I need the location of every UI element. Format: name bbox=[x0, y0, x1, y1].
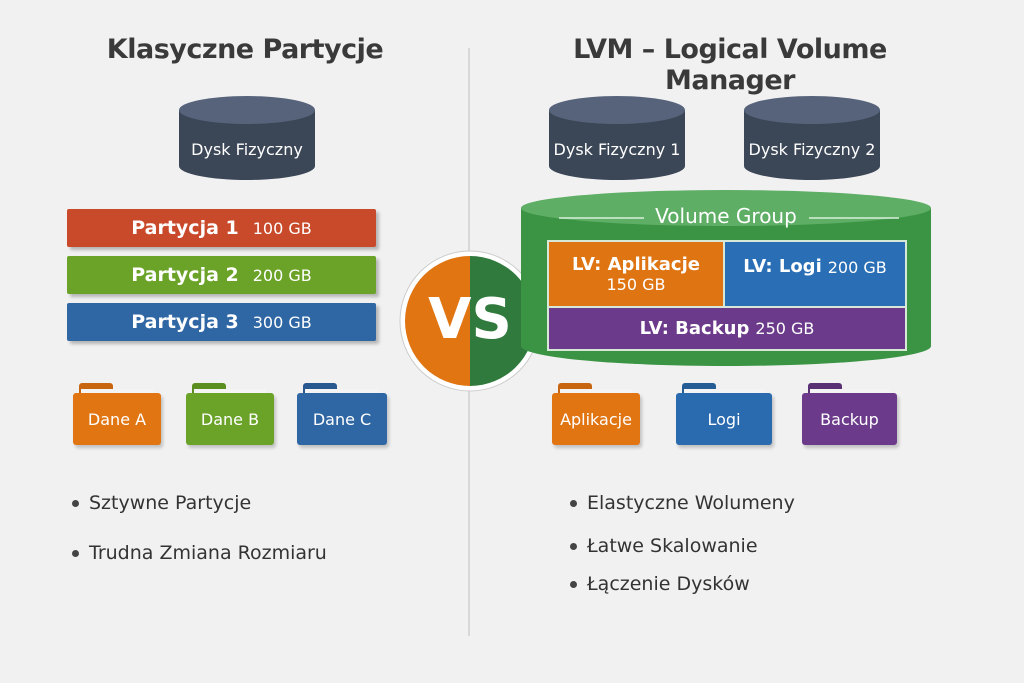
folder-logi: Logi bbox=[676, 383, 772, 445]
physical-disk-1: Dysk Fizyczny 1 bbox=[547, 94, 687, 182]
lv-name: LV: Aplikacje bbox=[572, 253, 700, 275]
disk-icon bbox=[744, 96, 880, 180]
bullet-item: Łączenie Dysków bbox=[570, 573, 750, 595]
disk-icon bbox=[179, 96, 315, 180]
partition-name: Partycja 1 bbox=[131, 217, 239, 239]
folder-label: Backup bbox=[802, 393, 897, 445]
lv-name: LV: Logi bbox=[743, 256, 822, 277]
folder-label: Aplikacje bbox=[552, 393, 640, 445]
left-title: Klasyczne Partycje bbox=[106, 34, 384, 65]
partition-2: Partycja 2 200 GB bbox=[67, 256, 376, 294]
partition-name: Partycja 2 bbox=[131, 264, 239, 286]
vs-badge: VS bbox=[399, 250, 541, 392]
folder-label: Dane C bbox=[297, 393, 387, 445]
folder-dane-c: Dane C bbox=[297, 383, 387, 445]
right-title: LVM – Logical Volume Manager bbox=[573, 34, 887, 96]
bullet-text: Łatwe Skalowanie bbox=[587, 535, 758, 557]
disk-label: Dysk Fizyczny bbox=[191, 140, 303, 159]
lv-size: 200 GB bbox=[827, 258, 887, 277]
folder-aplikacje: Aplikacje bbox=[552, 383, 640, 445]
disk-label: Dysk Fizyczny 2 bbox=[748, 140, 876, 159]
bullet-item: Trudna Zmiana Rozmiaru bbox=[72, 542, 327, 564]
folder-label: Dane B bbox=[186, 393, 274, 445]
disk-icon bbox=[549, 96, 685, 180]
folder-label: Logi bbox=[676, 393, 772, 445]
bullet-text: Elastyczne Wolumeny bbox=[587, 492, 795, 514]
bullet-text: Łączenie Dysków bbox=[587, 573, 750, 595]
physical-disk: Dysk Fizyczny bbox=[177, 94, 317, 182]
partition-size: 100 GB bbox=[252, 218, 312, 238]
partition-name: Partycja 3 bbox=[131, 311, 239, 333]
lv-size: 150 GB bbox=[606, 275, 666, 295]
partition-3: Partycja 3 300 GB bbox=[67, 303, 376, 341]
partition-size: 200 GB bbox=[252, 265, 312, 285]
lv-name: LV: Backup bbox=[639, 317, 750, 339]
folder-dane-a: Dane A bbox=[73, 383, 161, 445]
folder-backup: Backup bbox=[802, 383, 897, 445]
lv-size: 250 GB bbox=[755, 318, 815, 338]
bullet-item: Łatwe Skalowanie bbox=[570, 535, 758, 557]
disk-label: Dysk Fizyczny 1 bbox=[553, 140, 681, 159]
volume-group-label: Volume Group bbox=[655, 204, 797, 228]
folder-label: Dane A bbox=[73, 393, 161, 445]
folder-dane-b: Dane B bbox=[186, 383, 274, 445]
lv-logi: LV: Logi 200 GB bbox=[725, 242, 905, 306]
bullet-text: Trudna Zmiana Rozmiaru bbox=[89, 542, 327, 564]
bullet-item: Elastyczne Wolumeny bbox=[570, 492, 795, 514]
vs-label: VS bbox=[428, 287, 512, 352]
bullet-text: Sztywne Partycje bbox=[89, 492, 252, 514]
partition-size: 300 GB bbox=[252, 312, 312, 332]
partition-1: Partycja 1 100 GB bbox=[67, 209, 376, 247]
bullet-item: Sztywne Partycje bbox=[72, 492, 251, 514]
physical-disk-2: Dysk Fizyczny 2 bbox=[742, 94, 882, 182]
